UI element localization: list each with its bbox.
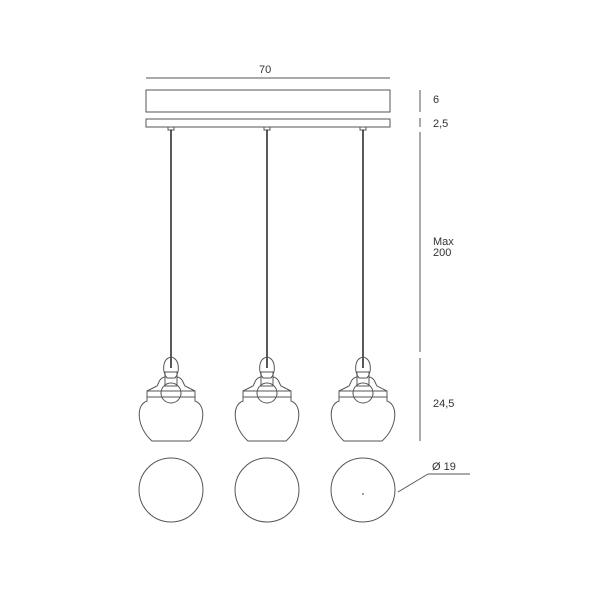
shade-band (242, 390, 292, 398)
shade-band (146, 390, 196, 398)
pendant-3 (330, 126, 396, 523)
glass-shade (138, 397, 204, 442)
bulb (160, 382, 182, 404)
glass-shade (234, 397, 300, 442)
lamp-holder (260, 371, 274, 387)
diameter-label: Ø 19 (432, 461, 456, 473)
cable-length-label: Max 200 (433, 236, 454, 259)
bar-height-label: 2,5 (433, 118, 449, 130)
shade-crown (338, 376, 388, 392)
shade-crown (146, 376, 196, 392)
cable-anchor (359, 126, 367, 131)
bulb (352, 382, 374, 404)
cable-grip (259, 356, 275, 379)
shade-height-label: 24,5 (433, 398, 455, 410)
shade-crown (242, 376, 292, 392)
canopy-height-label: 6 (433, 94, 440, 106)
bulb (256, 382, 278, 404)
ceiling-canopy (145, 89, 391, 113)
shade-top-view (234, 457, 300, 523)
pendant-1 (138, 126, 204, 523)
mounting-bar (145, 118, 391, 128)
cable-anchor (263, 126, 271, 131)
glass-shade (330, 397, 396, 442)
center-mark (362, 493, 364, 495)
lamp-holder (164, 371, 178, 387)
lamp-holder (356, 371, 370, 387)
shade-top-view (138, 457, 204, 523)
shade-band (338, 390, 388, 398)
cable-anchor (167, 126, 175, 131)
cable-grip (163, 356, 179, 379)
pendant-2 (234, 126, 300, 523)
shade-top-view (330, 457, 396, 523)
cable-grip (355, 356, 371, 379)
diameter-leader-line (397, 473, 429, 493)
width-label: 70 (259, 64, 272, 76)
